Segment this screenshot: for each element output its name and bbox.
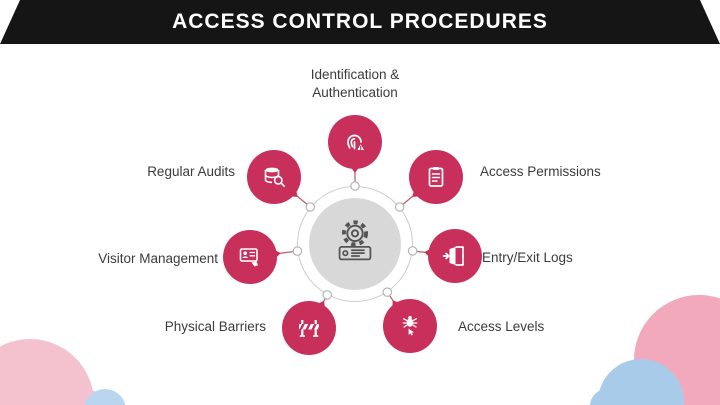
hub-circle — [309, 198, 401, 290]
node-pointer — [347, 162, 363, 181]
node-pointer — [415, 243, 437, 262]
access-control-panel-icon — [338, 220, 372, 261]
title-bar: ACCESS CONTROL PROCEDURES — [0, 0, 720, 44]
decor-blob-blue — [590, 389, 624, 405]
barrier-icon — [299, 320, 319, 337]
node-pointer — [268, 244, 290, 263]
node-access-levels[interactable] — [381, 289, 437, 353]
label-physical-barriers: Physical Barriers — [164, 319, 266, 334]
label-entry-exit-logs: Entry/Exit Logs — [482, 250, 573, 265]
bug-hand-icon — [402, 315, 418, 336]
decor-blob-blue — [84, 389, 126, 405]
fingerprint-icon — [347, 134, 364, 150]
document-checklist-icon — [428, 167, 444, 187]
exit-door-icon — [442, 246, 464, 266]
node-identification-authentication[interactable] — [328, 115, 382, 181]
header-corner-right — [700, 0, 720, 44]
node-access-permissions[interactable] — [400, 150, 463, 209]
id-badge-icon — [239, 248, 259, 267]
label-regular-audits: Regular Audits — [147, 164, 235, 179]
audit-search-icon — [264, 167, 285, 187]
header-corner-left — [0, 0, 20, 44]
node-visitor-management[interactable] — [223, 230, 290, 284]
node-entry-exit-logs[interactable] — [415, 229, 482, 283]
slide-title: ACCESS CONTROL PROCEDURES — [172, 10, 548, 33]
node-regular-audits[interactable] — [247, 150, 310, 209]
label-access-levels: Access Levels — [458, 319, 545, 334]
label-identification-authentication: Identification & Authentication — [310, 67, 400, 100]
node-physical-barriers[interactable] — [282, 290, 336, 355]
label-access-permissions: Access Permissions — [480, 164, 601, 179]
label-visitor-management: Visitor Management — [98, 251, 218, 266]
